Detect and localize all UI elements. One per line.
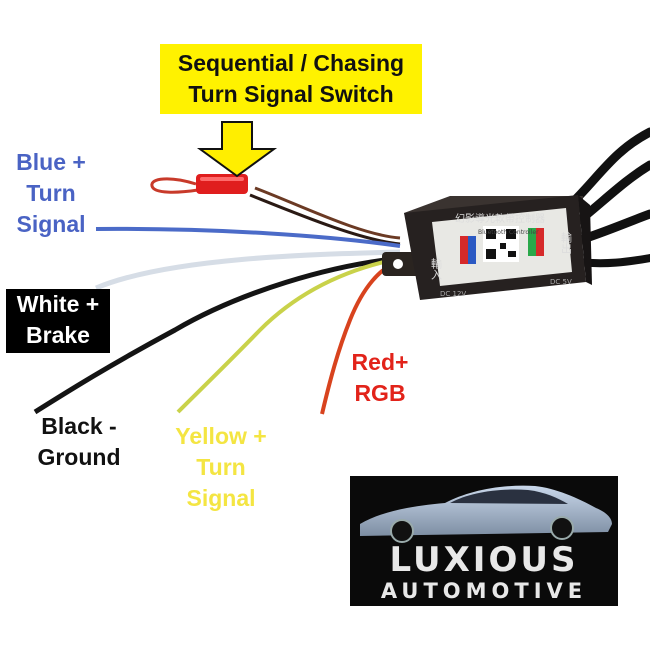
controller-top-text: 幻影導光軟帶控制器	[455, 212, 545, 225]
qr-code-pattern-1	[486, 229, 496, 239]
blue-wire-label: Blue + Turn Signal	[8, 147, 94, 240]
blue-label-line-1: Blue +	[16, 149, 86, 175]
black-wire	[33, 255, 403, 415]
white-label-line-2: Brake	[26, 322, 90, 348]
black-wire-label: Black - Ground	[22, 411, 136, 473]
input-pin-label-blue	[468, 236, 476, 264]
blue-label-line-2: Turn	[26, 180, 76, 206]
red-label-line-1: Red+	[351, 349, 409, 375]
red-connector-highlight	[200, 177, 244, 181]
output-cable-top	[570, 127, 650, 205]
switch-wire-loop	[150, 177, 199, 194]
input-pin-label-red	[460, 236, 468, 264]
blue-label-line-3: Signal	[16, 211, 86, 237]
blue-wire	[95, 226, 401, 248]
output-cable-mid	[575, 160, 650, 225]
white-wire	[95, 249, 401, 291]
qr-code-pattern-2	[506, 229, 516, 239]
red-wire-label: Red+ RGB	[338, 347, 422, 409]
white-label-line-1: White +	[16, 291, 100, 317]
qr-code-pattern-3	[486, 249, 496, 259]
white-wire-label: White + Brake	[6, 289, 110, 353]
controller-input-voltage: DC 12V	[440, 290, 466, 298]
yellow-label-line-1: Yellow +	[175, 423, 267, 449]
logo-wordmark: LUXIOUS	[389, 540, 579, 580]
controller-output-label: 輸出	[560, 231, 573, 254]
yellow-label-line-2: Turn	[196, 454, 246, 480]
car-silhouette-icon	[360, 485, 612, 543]
mount-hole	[393, 259, 403, 269]
car-front-wheel	[390, 519, 414, 543]
logo-subtitle: AUTOMOTIVE	[380, 579, 588, 603]
controller-box: 幻影導光軟帶控制器 Bluetooth Controller 輸入 輸出 DC …	[382, 195, 592, 300]
controller-input-label: 輸入	[430, 257, 443, 280]
output-pin-label-green	[528, 228, 536, 256]
down-arrow-icon	[196, 121, 278, 178]
yellow-wire-label: Yellow + Turn Signal	[160, 421, 282, 514]
sequential-switch-callout: Sequential / Chasing Turn Signal Switch	[160, 44, 422, 114]
yellow-wire	[176, 256, 403, 414]
callout-line-1: Sequential / Chasing	[177, 50, 405, 76]
output-pin-label-red	[536, 228, 544, 256]
black-label-line-2: Ground	[37, 444, 121, 470]
controller-subtitle: Bluetooth Controller	[478, 229, 539, 236]
black-label-line-1: Black -	[41, 413, 117, 439]
brand-logo: LUXIOUS AUTOMOTIVE	[350, 476, 618, 606]
yellow-label-line-3: Signal	[186, 485, 256, 511]
red-label-line-2: RGB	[354, 380, 406, 406]
callout-line-2: Turn Signal Switch	[188, 81, 394, 107]
brown-switch-wire-2	[249, 193, 401, 246]
car-rear-wheel	[550, 516, 574, 540]
car-windows	[450, 489, 568, 504]
qr-code-pattern-5	[508, 251, 516, 257]
controller-side-face	[578, 195, 592, 285]
brown-switch-wire	[254, 186, 401, 240]
qr-code-pattern-4	[500, 243, 506, 249]
controller-output-voltage: DC 5V	[550, 278, 572, 286]
